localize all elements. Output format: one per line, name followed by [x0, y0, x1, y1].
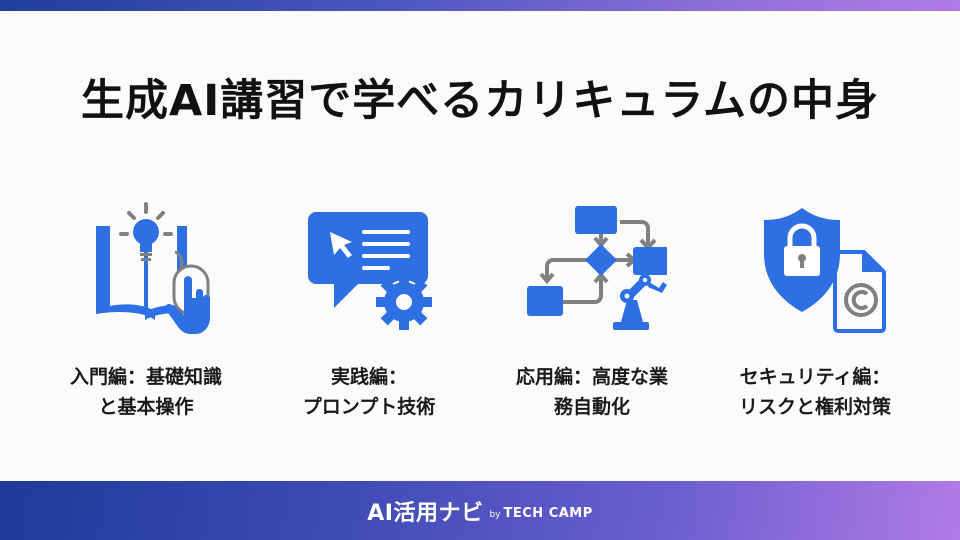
brand-sub: TECH CAMP [503, 506, 593, 521]
card-label-line2: リスクと権利対策 [738, 396, 891, 418]
top-gradient-band [0, 0, 960, 11]
card-label-line2: 務自動化 [553, 396, 630, 418]
shield-lock-copyright-icon [764, 208, 886, 333]
card-label-line1: 入門編：基礎知識 [69, 366, 222, 388]
card-label-line2: と基本操作 [98, 396, 194, 418]
curriculum-card-advanced: 応用編：高度な業 務自動化 [482, 196, 702, 422]
flowchart-robot-arm-icon [527, 206, 667, 330]
card-label-line2: プロンプト技術 [302, 396, 436, 418]
page-title: 生成AI講習で学べるカリキュラムの中身 [81, 76, 879, 126]
book-lightbulb-hand-icon [96, 202, 210, 334]
card-label-line1: セキュリティ編： [739, 366, 891, 388]
brand-logo: AI活用ナビ [367, 500, 484, 526]
curriculum-card-practice: 実践編： プロンプト技術 [259, 196, 479, 422]
curriculum-card-security: セキュリティ編： リスクと権利対策 [705, 196, 925, 422]
card-label: 入門編：基礎知識 と基本操作 [36, 362, 256, 422]
chat-cursor-gear-icon [308, 212, 432, 330]
brand-by: by [489, 509, 501, 520]
curriculum-card-intro: 入門編：基礎知識 と基本操作 [36, 196, 256, 422]
footer-band: AI活用ナビ by TECH CAMP [0, 481, 960, 540]
card-label-line1: 応用編：高度な業 [515, 366, 668, 388]
card-label-line1: 実践編： [330, 366, 407, 388]
card-label: セキュリティ編： リスクと権利対策 [705, 362, 925, 422]
card-label: 応用編：高度な業 務自動化 [482, 362, 702, 422]
card-label: 実践編： プロンプト技術 [259, 362, 479, 422]
